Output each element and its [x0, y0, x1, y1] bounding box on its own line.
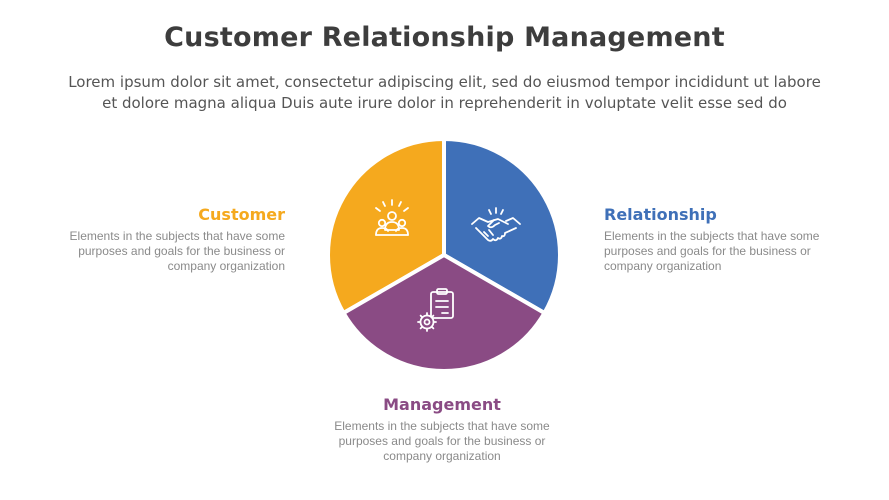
subtitle-line-2: et dolore magna aliqua Duis aute irure d…	[102, 94, 787, 112]
customer-title: Customer	[198, 205, 285, 224]
customer-desc-line: purposes and goals for the business or	[78, 244, 285, 258]
customer-desc-line: Elements in the subjects that have some	[69, 229, 285, 243]
customer-block: Customer Elements in the subjects that h…	[60, 205, 285, 274]
clipboard-gear-icon	[417, 288, 454, 332]
page-subtitle: Lorem ipsum dolor sit amet, consectetur …	[20, 72, 869, 114]
relationship-desc-line: company organization	[604, 259, 722, 273]
relationship-desc-line: Elements in the subjects that have some	[604, 229, 820, 243]
handshake-icon	[471, 207, 521, 242]
relationship-title: Relationship	[604, 205, 717, 224]
subtitle-line-1: Lorem ipsum dolor sit amet, consectetur …	[68, 73, 821, 91]
page-title: Customer Relationship Management	[164, 22, 725, 53]
management-title: Management	[383, 395, 501, 414]
management-block: Management Elements in the subjects that…	[320, 395, 564, 464]
management-desc-line: Elements in the subjects that have some	[334, 419, 550, 433]
management-desc-line: company organization	[383, 449, 501, 463]
relationship-block: Relationship Elements in the subjects th…	[604, 205, 844, 274]
pie-segments	[326, 137, 562, 374]
customer-description: Elements in the subjects that have some …	[60, 229, 285, 274]
management-description: Elements in the subjects that have some …	[320, 419, 564, 464]
people-group-icon	[375, 199, 409, 236]
customer-desc-line: company organization	[167, 259, 285, 273]
relationship-desc-line: purposes and goals for the business or	[604, 244, 811, 258]
management-desc-line: purposes and goals for the business or	[338, 434, 546, 448]
relationship-description: Elements in the subjects that have some …	[604, 229, 844, 274]
